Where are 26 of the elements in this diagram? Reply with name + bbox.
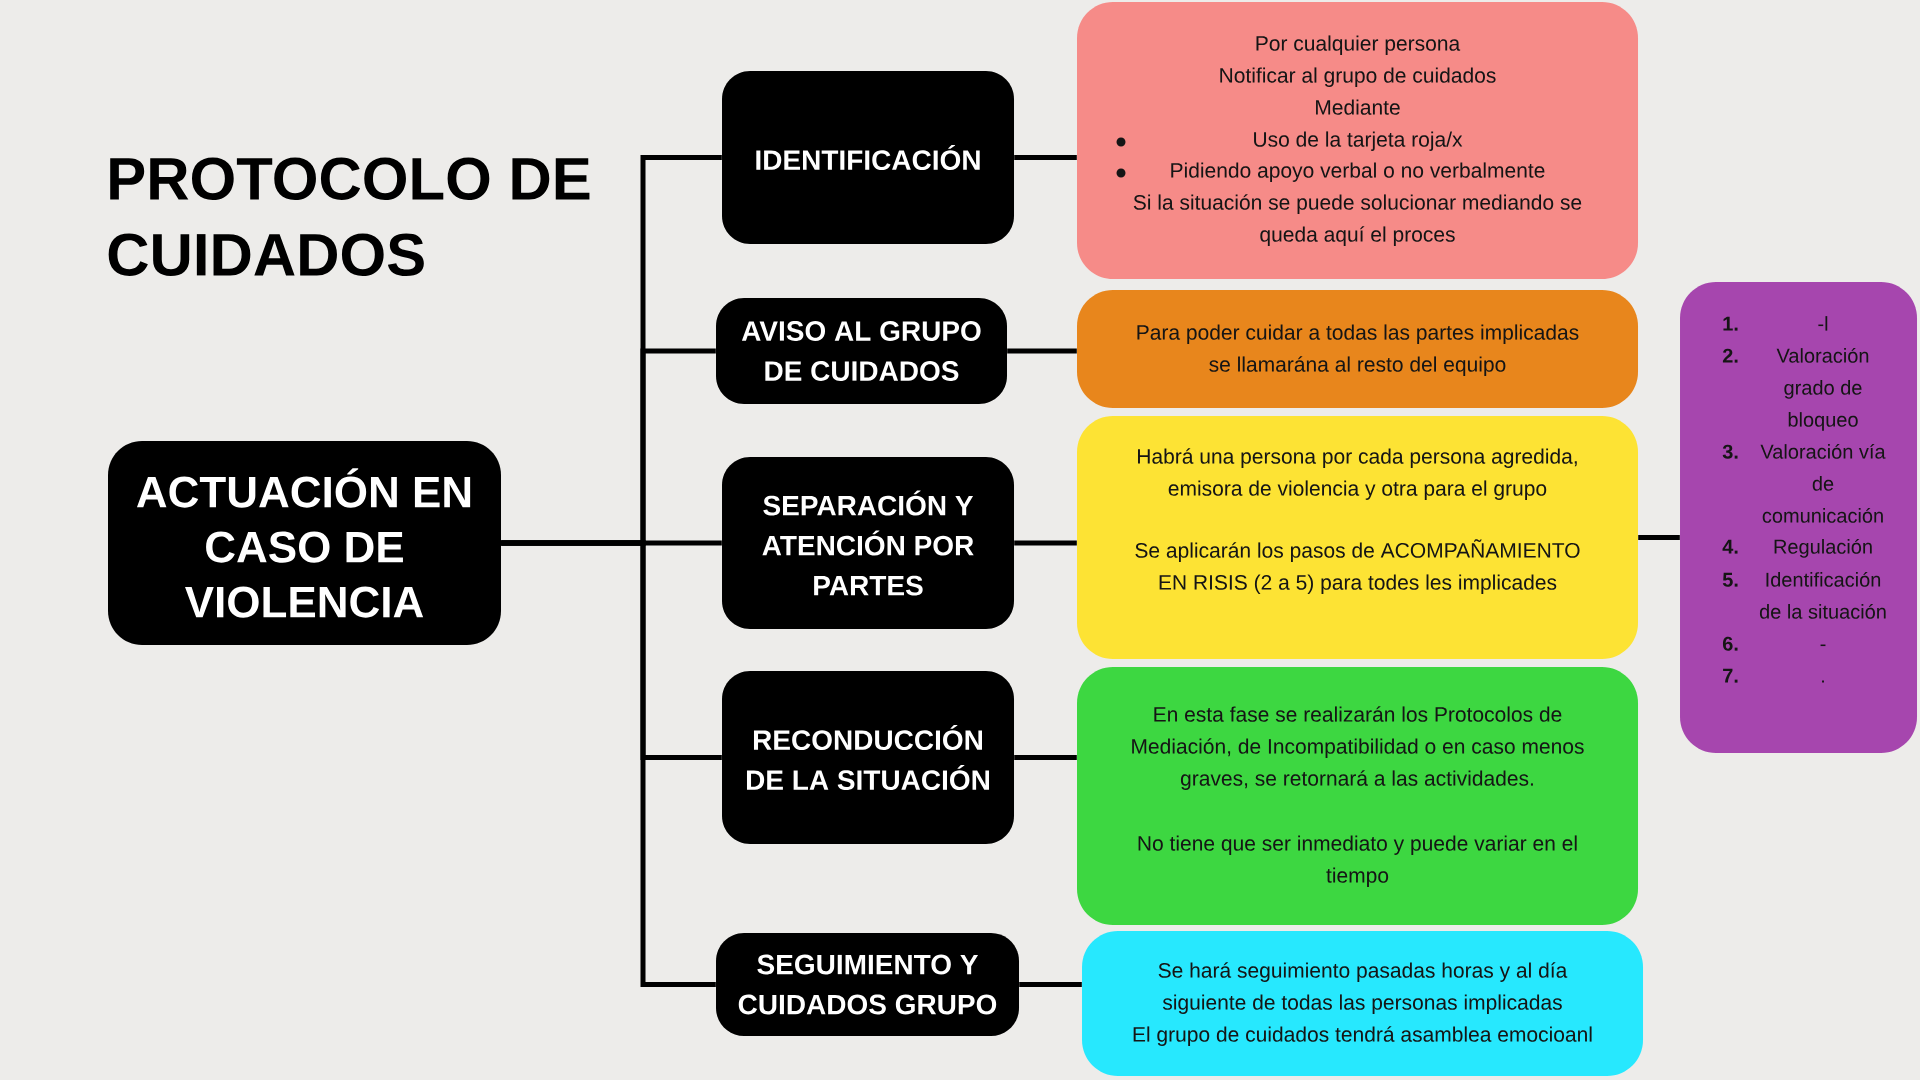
info-box: Se hará seguimiento pasadas horas y al día siguiente de todas las personas implicadas El grupo de cuidados tendrá asamblea emocioanl [1082,931,1643,1076]
connector-line [1007,348,1077,354]
node-label: Uso de la tarjeta roja/x [1254,131,1463,151]
node-label: Por cualquier persona [1256,35,1461,55]
connector-line [1014,540,1077,546]
node-label: Pidiendo apoyo verbal o no verbalmente [1171,162,1545,182]
step-box: SEGUIMIENTO Y CUIDADOS GRUPO [716,933,1019,1036]
node-label: Mediante [1316,99,1400,115]
node-label: Notificar al grupo de cuidados [1220,67,1496,87]
connector-line [1019,982,1082,987]
connector-line [501,540,716,987]
info-box: Para poder cuidar a todas las partes implicadas se llamarána al resto del equipo [1077,290,1638,408]
topic-box: ACTUACIÓN EN CASO DE VIOLENCIA [108,441,501,645]
list-box: 1. -l 2. Valoración grado de bloqueo 3. Valoración vía de comunicación 4. Regulación 5. Identificación de la situación 6. - 7. . [1680,282,1917,753]
node-label: Si la situación se puede solucionar mediando se queda aquí el proces [1133,194,1582,246]
connector-line [1014,755,1077,760]
info-box: Por cualquier persona Notificar al grupo de cuidados Mediante Uso de la tarjeta roja/x Pidiendo apoyo verbal o no verbalmente Si la situación se puede solucionar mediando se queda aquí el proces [1077,2,1638,279]
step-box: IDENTIFICACIÓN [722,71,1014,244]
step-box: SEPARACIÓN Y ATENCIÓN POR PARTES [722,457,1014,629]
step-box: RECONDUCCIÓN DE LA SITUACIÓN [722,671,1014,844]
step-box: AVISO AL GRUPO DE CUIDADOS [716,298,1007,404]
info-box: Habrá una persona por cada persona agredida, emisora de violencia y otra para el grupo Se aplicarán los pasos de ACOMPAÑAMIENTO EN RISIS (2 a 5) para todes les implicades [1077,416,1638,659]
connector-line [1638,535,1680,540]
connector-line [1014,155,1077,160]
title: PROTOCOLO DE CUIDADOS [108,157,590,276]
info-box: En esta fase se realizarán los Protocolos de Mediación, de Incompatibilidad o en caso menos graves, se retornará a las actividades. No tiene que ser inmediato y puede variar en el tiempo [1077,667,1638,925]
